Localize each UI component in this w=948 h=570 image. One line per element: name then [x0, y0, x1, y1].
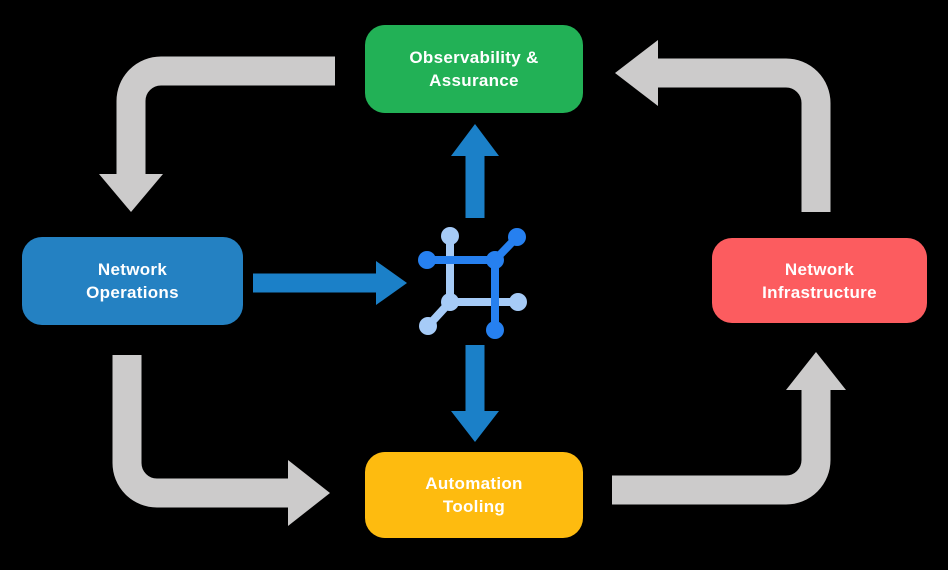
network-node-icon	[418, 227, 527, 339]
node-automation-tooling: Automation Tooling	[365, 452, 583, 538]
cycle-arrow-observability-to-operations	[99, 56, 335, 212]
flow-arrow-center-to-automation	[451, 345, 499, 442]
node-network-infrastructure: Network Infrastructure	[712, 238, 927, 323]
flow-arrow-operations-to-center	[253, 261, 407, 305]
cycle-arrow-operations-to-automation	[112, 355, 330, 526]
flow-arrow-center-to-observability	[451, 124, 499, 218]
node-network-operations: Network Operations	[22, 237, 243, 325]
cycle-arrow-automation-to-infrastructure	[612, 352, 846, 505]
cycle-arrow-infrastructure-to-observability	[615, 40, 831, 212]
node-observability-assurance: Observability & Assurance	[365, 25, 583, 113]
